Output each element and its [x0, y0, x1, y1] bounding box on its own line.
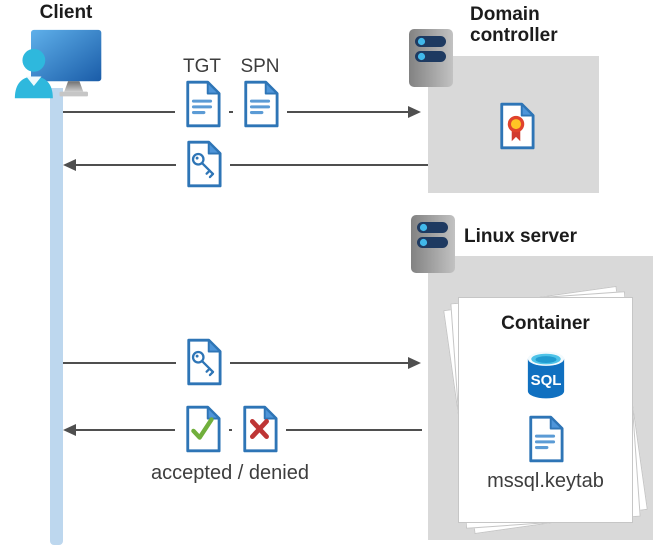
spn-label: SPN [240, 56, 280, 77]
sql-label: SQL [530, 372, 562, 389]
spn-document-icon [241, 80, 279, 128]
arrow-line [76, 164, 428, 166]
certificate-icon [497, 102, 535, 150]
service-ticket-key-document-icon [184, 338, 222, 386]
accepted-check-document-icon [183, 405, 221, 453]
container-sheet-front [458, 297, 633, 523]
arrow-head-right [408, 357, 421, 369]
tgt-label: TGT [183, 56, 221, 77]
arrow-line [63, 362, 408, 364]
container-label: Container [501, 313, 590, 334]
domain-controller-server-icon [408, 28, 454, 88]
domain-controller-label: Domain controller [470, 4, 558, 46]
keytab-label: mssql.keytab [487, 470, 604, 492]
linux-server-label: Linux server [464, 226, 577, 247]
arrow-head-left [63, 424, 76, 436]
linux-server-icon [410, 214, 456, 274]
client-lifeline [50, 88, 63, 545]
arrow-head-right [408, 106, 421, 118]
service-ticket-key-document-icon [184, 140, 222, 188]
keytab-document-icon [526, 414, 564, 464]
client-icon [12, 28, 107, 104]
tgt-document-icon [183, 80, 221, 128]
denied-x-document-icon [240, 405, 278, 453]
accepted-denied-label: accepted / denied [151, 462, 309, 484]
arrow-head-left [63, 159, 76, 171]
client-label: Client [39, 2, 93, 23]
